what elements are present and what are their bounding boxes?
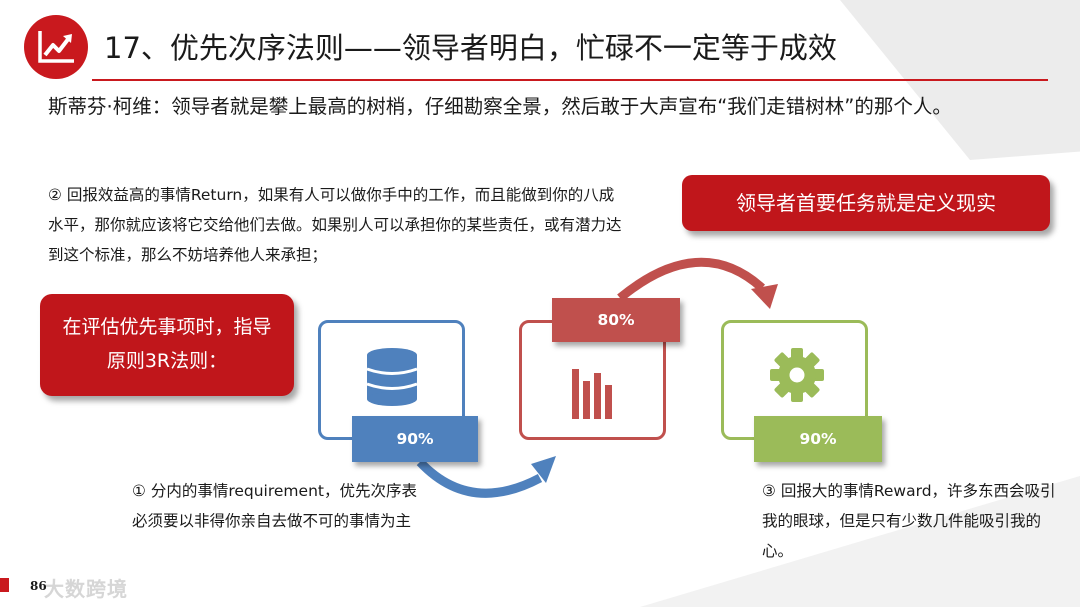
blue-curved-arrow <box>416 458 543 498</box>
define-reality-callout: 领导者首要任务就是定义现实 <box>682 175 1050 231</box>
logo <box>24 15 88 79</box>
reward-percent-tag: 90% <box>754 416 882 462</box>
red-arrowhead <box>751 284 778 309</box>
bar-chart-icon <box>572 369 612 419</box>
requirement-paragraph: ① 分内的事情requirement，优先次序表必须要以非得你亲自去做不可的事情… <box>132 482 417 530</box>
red-curved-arrow <box>617 257 766 302</box>
3r-rule-callout: 在评估优先事项时，指导原则3R法则： <box>40 294 294 396</box>
blue-arrowhead <box>531 456 556 483</box>
return-percent-tag: 80% <box>552 298 680 342</box>
watermark: 大数跨境 <box>44 577 128 601</box>
footer-accent <box>0 578 9 592</box>
requirement-percent-tag: 90% <box>352 416 478 462</box>
page-title: 17、优先次序法则——领导者明白，忙碌不一定等于成效 <box>104 31 837 65</box>
reward-paragraph: ③ 回报大的事情Reward，许多东西会吸引我的眼球，但是只有少数几件能吸引我的… <box>762 482 1056 560</box>
database-icon <box>366 348 418 406</box>
quote-text: 斯蒂芬·柯维：领导者就是攀上最高的树梢，仔细勘察全景，然后敢于大声宣布“我们走错… <box>48 95 952 118</box>
title-divider <box>92 79 1048 81</box>
gear-icon <box>770 348 824 402</box>
trend-chart-icon <box>38 31 74 63</box>
page-number: 86 <box>30 579 47 593</box>
return-paragraph: ② 回报效益高的事情Return，如果有人可以做你手中的工作，而且能做到你的八成… <box>48 186 622 264</box>
